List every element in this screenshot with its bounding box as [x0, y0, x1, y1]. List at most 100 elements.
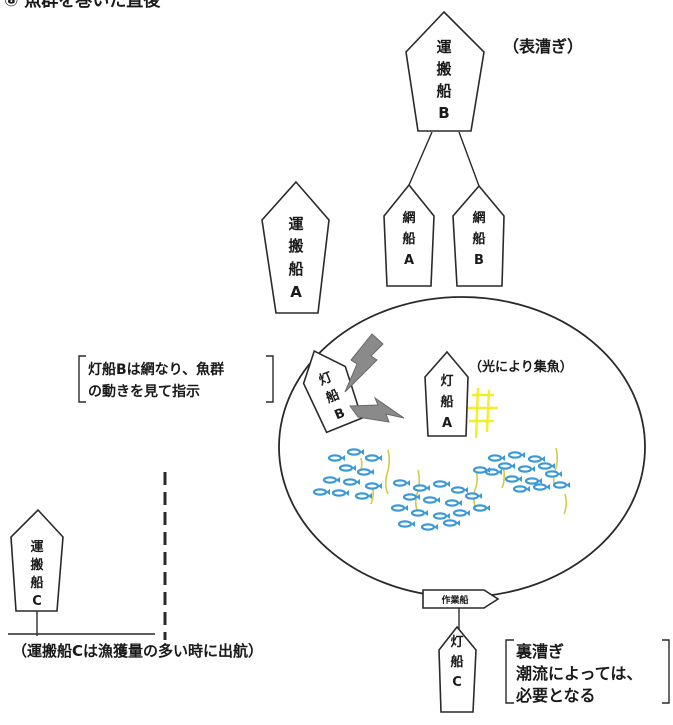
light-boat-a-char-3: A	[442, 416, 452, 431]
fish-tail-icon	[456, 520, 460, 526]
fish-tail-icon	[538, 478, 542, 484]
fish-tail-icon	[368, 493, 372, 499]
fish-icon	[312, 488, 328, 496]
light-boat-a-char-1: 灯	[440, 373, 453, 389]
fish-icon	[507, 451, 523, 459]
back-row-note-line-3: 必要となる	[515, 686, 596, 705]
carrier-c-char-1: 運	[30, 540, 43, 555]
tow-line-b	[458, 131, 480, 187]
fish-tail-icon	[551, 463, 555, 469]
carrier-c-char-3: 船	[30, 575, 43, 591]
carrier-a-char-2: 搬	[288, 237, 303, 255]
light-boat-a: 灯 船 A	[424, 350, 469, 437]
net-boat-a-char-3: A	[404, 253, 414, 268]
purse-seine-net	[278, 296, 646, 598]
fish-tail-icon	[436, 497, 440, 503]
fish-icon	[402, 493, 418, 501]
fish-school	[312, 448, 570, 531]
net-boat-b-char-2: 船	[472, 231, 485, 247]
fish-tail-icon	[378, 483, 382, 489]
fish-icon	[327, 454, 343, 462]
light-boat-b-note-line-1: 灯船Bは網なり、魚群	[88, 361, 224, 378]
net-boat-a-char-1: 網	[402, 210, 415, 226]
net-boat-b-char-1: 網	[472, 210, 485, 226]
fish-icon	[450, 486, 466, 494]
fish-tail-icon	[558, 471, 562, 477]
fish-icon	[472, 466, 488, 474]
light-boat-c-char-2: 船	[450, 654, 463, 670]
light-boat-c-char-3: C	[452, 675, 462, 690]
carrier-c-note: （運搬船Cは漁獲量の多い時に出航）	[12, 642, 263, 660]
fish-tail-icon	[352, 465, 356, 471]
fish-icon	[487, 454, 503, 462]
fish-tail-icon	[341, 455, 345, 461]
fish-tail-icon	[466, 510, 470, 516]
fish-icon	[420, 523, 436, 531]
fish-tail-icon	[378, 455, 382, 461]
fish-tail-icon	[426, 485, 430, 491]
carrier-c-char-2: 搬	[30, 557, 43, 573]
carrier-b-char-1: 運	[436, 38, 452, 56]
carrier-ship-a: 運 搬 船 A	[261, 180, 330, 314]
fish-tail-icon	[416, 494, 420, 500]
carrier-b-char-3: 船	[436, 82, 451, 100]
fish-tail-icon	[406, 480, 410, 486]
diagram-title: ⑧ 魚群を巻いた直後	[4, 0, 161, 11]
fish-tail-icon	[526, 486, 530, 492]
fish-icon	[442, 519, 458, 527]
fish-tail-icon	[356, 479, 360, 485]
carrier-b-char-2: 搬	[436, 60, 451, 78]
fish-icon	[524, 477, 540, 485]
light-boat-b-note-line-2: の動きを見て指示	[88, 383, 200, 400]
fish-tail-icon	[370, 469, 374, 475]
light-boat-b-note-bracket-left	[78, 355, 86, 403]
carrier-ship-b: 運 搬 船 B	[405, 10, 485, 132]
fish-icon	[364, 454, 380, 462]
fish-icon	[356, 468, 372, 476]
fish-tail-icon	[464, 487, 468, 493]
fish-tail-icon	[424, 510, 428, 516]
fish-tail-icon	[345, 490, 349, 496]
fish-tail-icon	[458, 500, 462, 506]
fish-icon	[422, 496, 438, 504]
fish-icon	[322, 476, 338, 484]
fish-icon	[342, 478, 358, 486]
light-boat-c: 灯 船 C	[438, 625, 477, 713]
fish-icon	[390, 504, 406, 512]
fish-icon	[544, 470, 560, 478]
fish-tail-icon	[566, 482, 570, 488]
carrier-a-char-1: 運	[288, 215, 304, 233]
fish-tail-icon	[478, 493, 482, 499]
fish-icon	[552, 481, 568, 489]
signal-bolt-right-icon	[349, 396, 405, 423]
net-boat-a-char-2: 船	[402, 231, 415, 247]
fish-tail-icon	[531, 466, 535, 472]
carrier-b-char-4: B	[438, 104, 449, 122]
signal-bolt-up-icon	[344, 333, 384, 393]
carrier-ship-c: 運 搬 船 C	[10, 508, 64, 612]
fish-icon	[364, 482, 380, 490]
fish-tail-icon	[486, 467, 490, 473]
fish-tail-icon	[498, 469, 502, 475]
fish-tail-icon	[486, 505, 490, 511]
fish-icon	[331, 489, 347, 497]
fish-tail-icon	[446, 513, 450, 519]
fish-tail-icon	[360, 449, 364, 455]
net-boat-a: 網 船 A	[383, 183, 435, 287]
back-row-note-bracket-left	[505, 639, 514, 704]
back-row-note-line-2: 潮流によっては、	[516, 664, 642, 683]
fish-tail-icon	[446, 481, 450, 487]
fish-tail-icon	[404, 505, 408, 511]
fish-tail-icon	[511, 463, 515, 469]
fish-tail-icon	[501, 455, 505, 461]
fish-tail-icon	[326, 489, 330, 495]
fish-icon	[452, 509, 468, 517]
fish-icon	[464, 492, 480, 500]
front-row-note: （表漕ぎ）	[503, 37, 583, 56]
fish-icon	[472, 504, 488, 512]
back-row-note-line-1: 裏漕ぎ	[515, 642, 564, 661]
net-boat-b: 網 船 B	[452, 184, 505, 287]
fish-icon	[512, 485, 528, 493]
fish-icon	[392, 479, 408, 487]
